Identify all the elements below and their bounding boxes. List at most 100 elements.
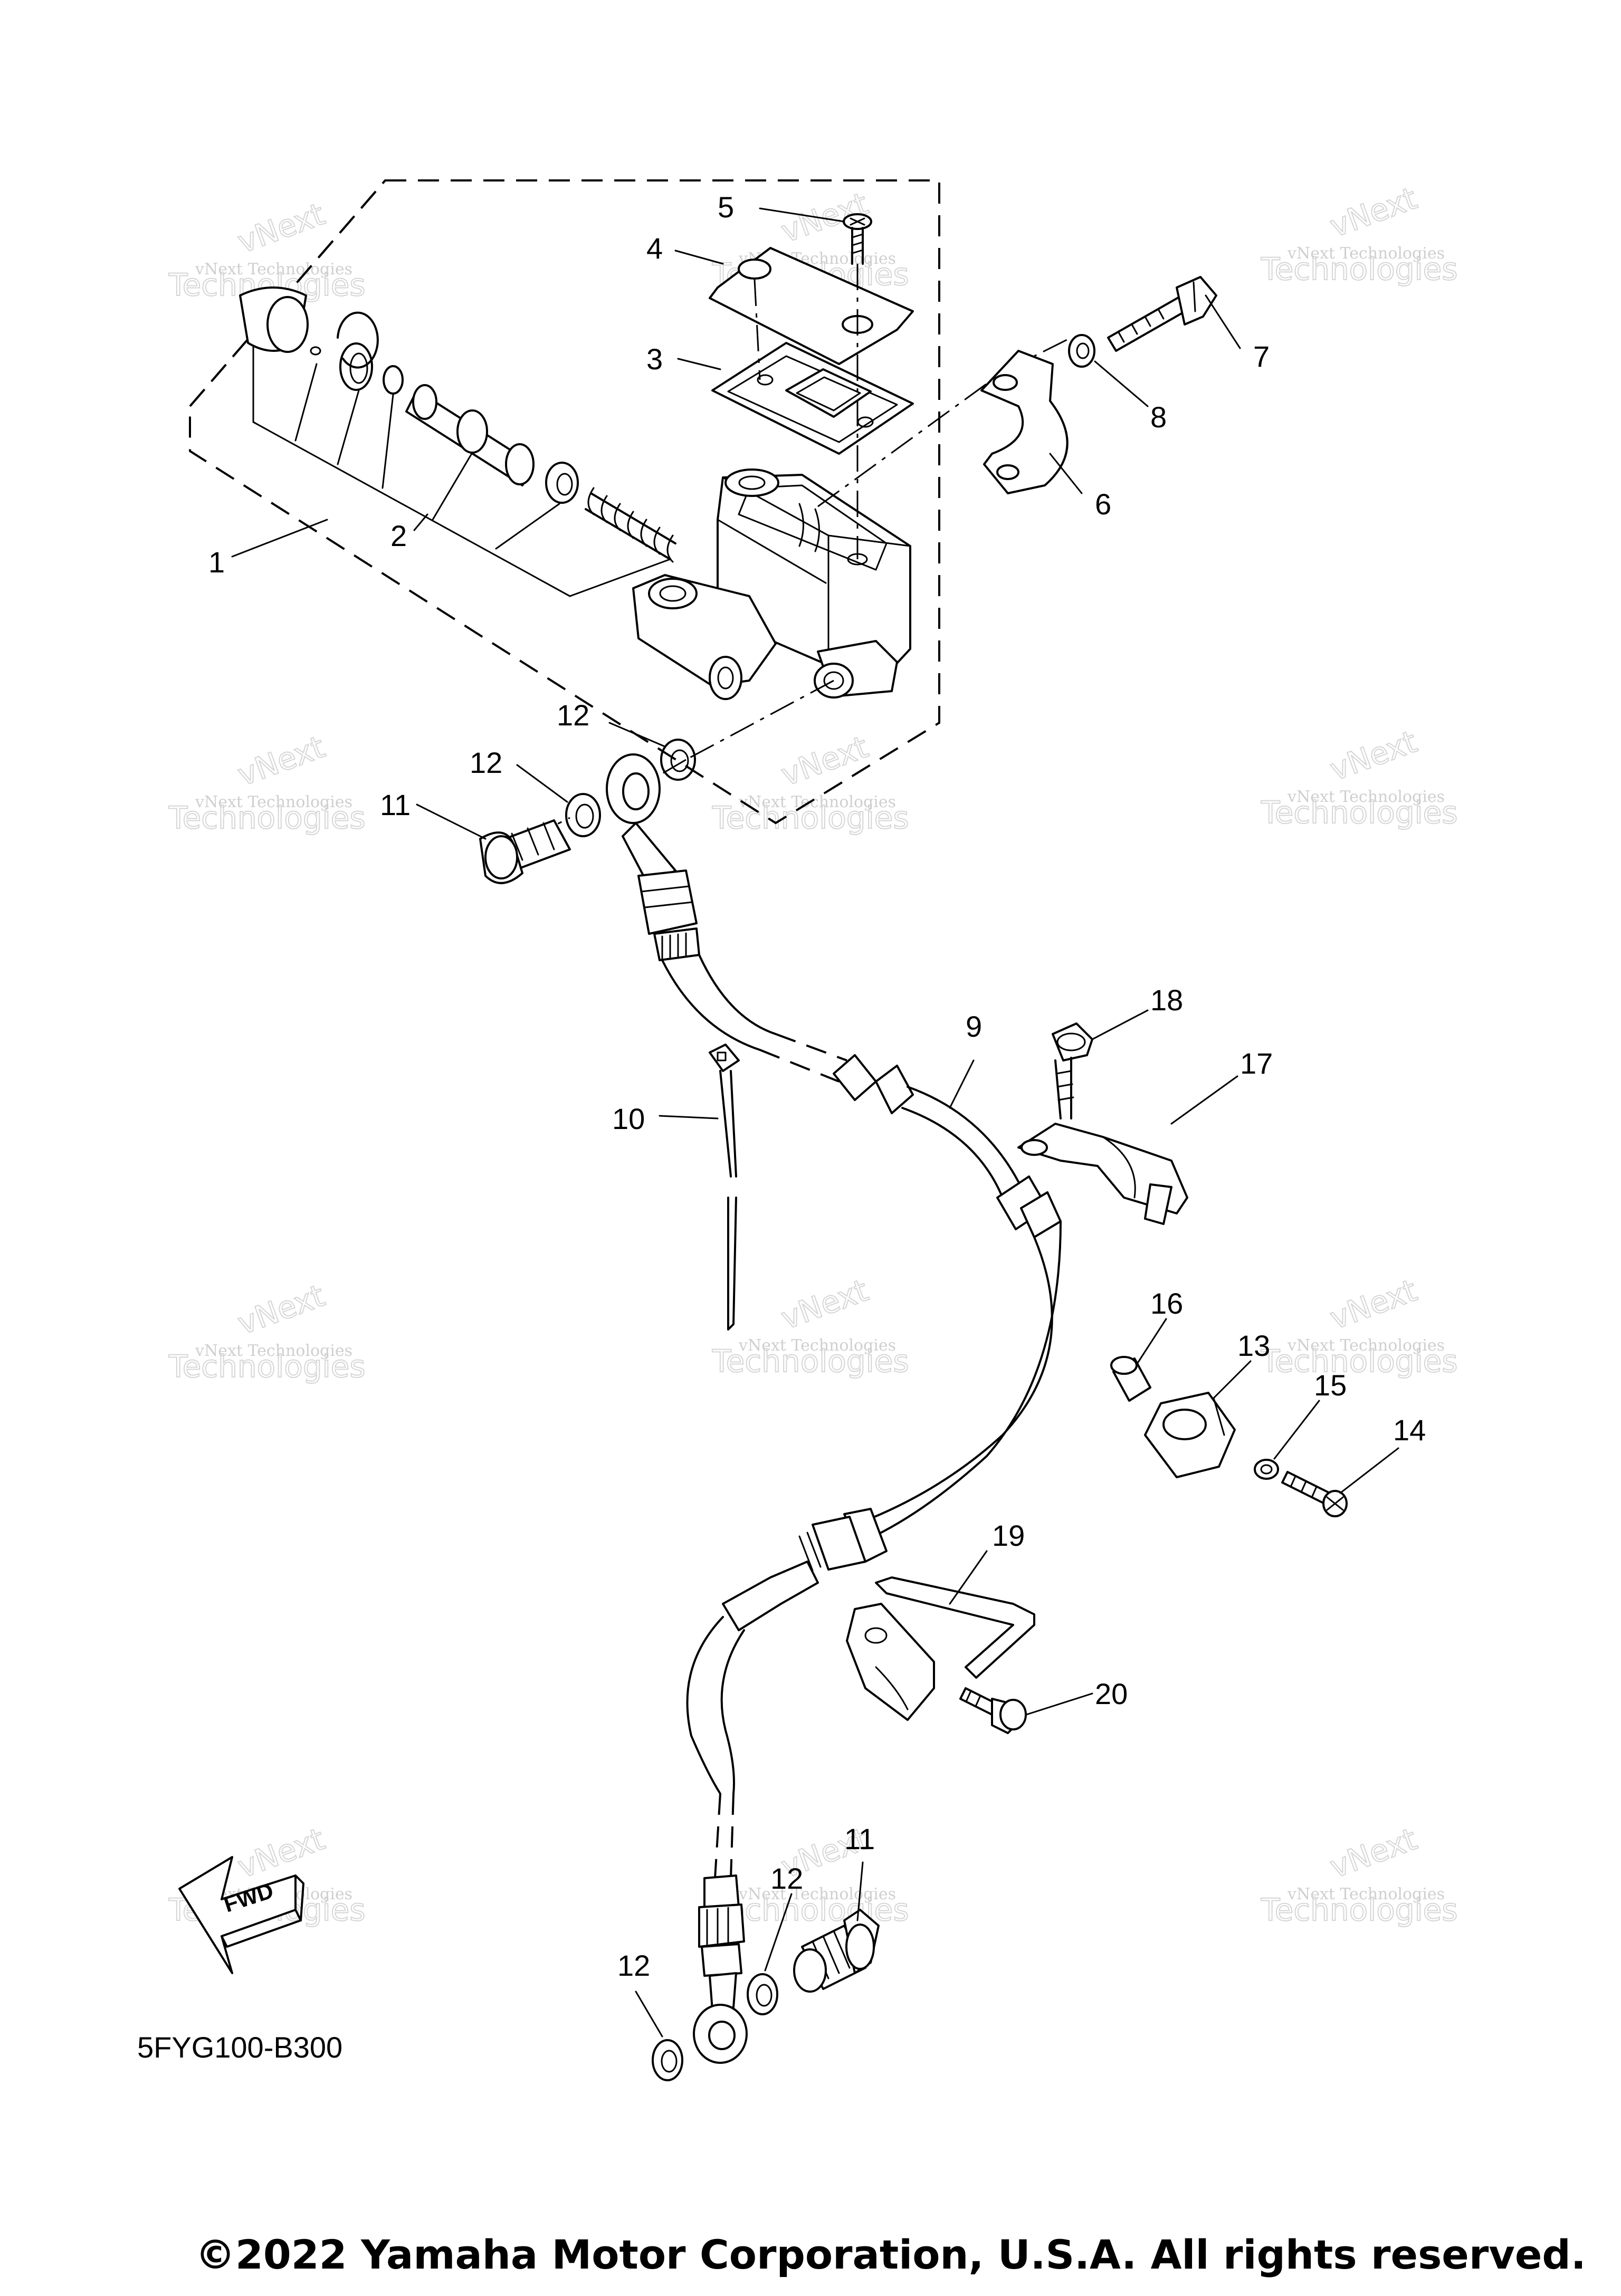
svg-text:Technologies: Technologies [1261,795,1458,830]
callout-12b: 12 [470,746,502,779]
cable-tie [709,1044,740,1331]
washer-hole [349,352,368,384]
piston-cup-2 [456,409,488,454]
svg-text:vNext Technologies: vNext Technologies [1287,788,1445,806]
svg-text:vNext: vNext [233,196,329,260]
master-cylinder-body [632,468,911,700]
callout-14: 14 [1393,1413,1426,1447]
svg-text:vNext: vNext [1326,1272,1422,1336]
svg-text:vNext Technologies: vNext Technologies [195,793,352,811]
callout-12c: 12 [770,1862,803,1895]
callout-5: 5 [718,190,734,224]
callout-10: 10 [612,1102,645,1135]
copper-washer [565,793,601,837]
svg-text:vNext Technologies: vNext Technologies [195,260,352,279]
callout-6: 6 [1095,487,1111,521]
callout-16: 16 [1150,1287,1183,1320]
svg-text:vNext Technologies: vNext Technologies [1287,1336,1445,1355]
kit-leaders [252,345,671,597]
svg-text:Technologies: Technologies [168,1348,366,1384]
circlip [337,311,379,369]
clamp-washer [1254,1459,1279,1480]
assembly-boundary [189,179,940,825]
copper-washer [660,739,696,781]
callout-9: 9 [966,1010,982,1043]
fwd-arrow: FWD [178,1856,304,1974]
svg-text:Technologies: Technologies [168,800,366,836]
watermark: Technologies vNext vNext Technologies [168,1277,366,1385]
hose-clamp [1144,1392,1236,1478]
watermark: Technologies vNext vNext Technologies [711,728,910,836]
bracket-bolt [959,1687,1027,1734]
callout-8: 8 [1150,400,1167,434]
leader-lines [231,207,1399,2037]
svg-text:vNext: vNext [1326,1821,1422,1885]
union-bolt-top [479,819,571,884]
primary-cup-inner [556,473,573,496]
diagram-code: 5FYG100-B300 [137,2031,342,2064]
reservoir-cap-screw [843,213,872,265]
callout-labels: 1 2 3 4 5 6 7 8 12 12 11 9 10 18 17 16 1… [208,190,1426,1982]
collar [1110,1356,1151,1402]
svg-text:vNext Technologies: vNext Technologies [738,1885,896,1903]
clamp-screw [1281,1471,1348,1517]
svg-text:Technologies: Technologies [1261,251,1458,287]
watermark: Technologies vNext vNext Technologies [1260,723,1458,831]
primary-cup [545,462,579,504]
svg-text:Technologies: Technologies [1261,1343,1458,1379]
svg-text:vNext Technologies: vNext Technologies [1287,244,1445,263]
callout-13: 13 [1237,1329,1270,1362]
union-bolt-bottom [793,1909,880,1993]
watermark: Technologies vNext vNext Technologies [168,728,366,836]
callout-19: 19 [992,1519,1025,1552]
svg-text:vNext: vNext [233,1821,329,1885]
diaphragm [711,342,914,455]
svg-text:vNext Technologies: vNext Technologies [1287,1885,1445,1903]
svg-text:vNext: vNext [233,729,329,793]
hose-bracket [846,1576,1035,1721]
svg-text:vNext Technologies: vNext Technologies [738,793,896,811]
hose-guide [1017,1123,1188,1225]
callout-4: 4 [646,232,663,265]
svg-text:Technologies: Technologies [712,800,909,836]
callout-11b: 11 [844,1822,875,1855]
washer [339,342,373,391]
svg-text:vNext: vNext [777,1272,873,1336]
callout-18: 18 [1150,983,1183,1017]
svg-text:Technologies: Technologies [1261,1892,1458,1928]
svg-text:vNext Technologies: vNext Technologies [195,1342,352,1360]
holder-bolt [1107,276,1217,352]
svg-text:vNext: vNext [233,1277,329,1342]
callout-2: 2 [390,519,407,552]
callout-7: 7 [1253,340,1270,373]
piston-cup-1 [412,384,437,420]
master-cylinder-holder [980,350,1069,494]
piston-cup-3 [505,443,535,485]
svg-text:vNext Technologies: vNext Technologies [738,1336,896,1355]
dust-boot-opening [266,296,309,353]
callout-12d: 12 [617,1949,650,1982]
piston-kit [239,286,676,597]
copyright-notice: ©2022 Yamaha Motor Corporation, U.S.A. A… [195,2231,1586,2278]
brake-hose [606,753,1062,2064]
callout-11a: 11 [380,788,411,821]
watermark: Technologies vNext vNext Technologies [1260,179,1458,288]
watermark: Technologies vNext vNext Technologies [711,1271,910,1380]
circlip-eye [310,346,321,356]
hose-guide-bolt [1052,1022,1093,1120]
watermark: Technologies vNext vNext Technologies [1260,1271,1458,1380]
svg-text:vNext: vNext [1326,180,1422,244]
o-ring [383,365,404,395]
callout-17: 17 [1240,1047,1273,1080]
svg-text:vNext: vNext [1326,723,1422,788]
callout-3: 3 [646,342,663,376]
svg-text:vNext: vNext [777,729,873,793]
copper-washer [747,1973,778,2015]
copper-washer [652,2039,683,2081]
body-port [724,468,779,497]
svg-text:Technologies: Technologies [712,1892,909,1928]
svg-text:Technologies: Technologies [712,1343,909,1379]
callout-15: 15 [1314,1369,1347,1402]
holder-washer [1068,334,1095,368]
